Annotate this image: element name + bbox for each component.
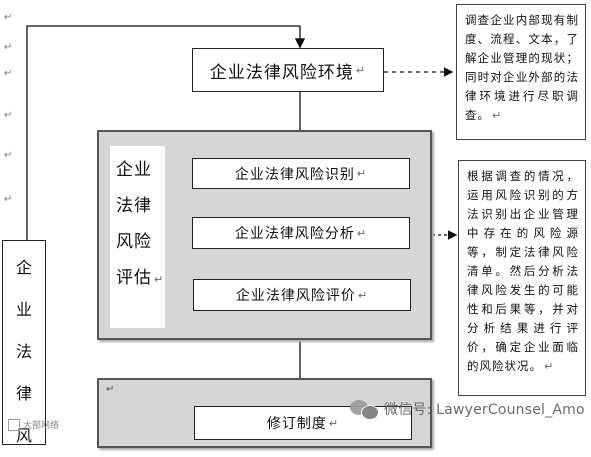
step-evaluate-box: 企业法律风险评价↵ xyxy=(193,279,411,311)
revise-system-label: 修订制度 xyxy=(266,416,327,432)
assessment-label-line: 评估↵ xyxy=(116,268,165,288)
note-top: 调查企业内部现有制度、流程、文本，了解企业管理的现状；同时对企业外部的法律环境进… xyxy=(456,4,586,140)
site-logo-text: 大部网络 xyxy=(23,421,60,431)
wechat-watermark: 微信号: LawyerCounsel_Amo xyxy=(350,398,585,420)
margin-mark: ↵ xyxy=(4,194,13,205)
wechat-watermark-text: 微信号: LawyerCounsel_Amo xyxy=(384,402,585,418)
assessment-label-line: 风险 xyxy=(116,232,152,252)
note-top-text: 调查企业内部现有制度、流程、文本，了解企业管理的现状；同时对企业外部的法律环境进… xyxy=(465,13,579,122)
step-evaluate-label: 企业法律风险评价 xyxy=(235,288,356,304)
margin-mark: ↵ xyxy=(4,68,13,79)
site-logo-watermark: 大部网络 xyxy=(8,418,59,431)
lower-panel-mark: ↵ xyxy=(106,384,115,395)
risk-environment-label: 企业法律风险环境 xyxy=(209,62,354,83)
note-middle: 根据调查的情况，运用风险识别的方法识别出企业管理中存在的风险源等，制定法律风险清… xyxy=(458,160,586,396)
wechat-icon xyxy=(350,398,380,420)
note-middle-text: 根据调查的情况，运用风险识别的方法识别出企业管理中存在的风险源等，制定法律风险清… xyxy=(467,169,579,373)
assessment-label-line: 企业 xyxy=(116,160,152,180)
vertical-label-char: 律 xyxy=(15,384,32,403)
margin-mark: ↵ xyxy=(4,42,13,53)
step-analyze-box: 企业法律风险分析↵ xyxy=(192,217,410,249)
left-vertical-label-box: 企 业 法 律 风 xyxy=(2,240,46,445)
step-identify-box: 企业法律风险识别↵ xyxy=(192,158,410,189)
feedback-loop-line xyxy=(26,25,306,240)
logo-icon xyxy=(8,418,20,431)
risk-environment-box: 企业法律风险环境↵ xyxy=(192,48,384,92)
vertical-label-char: 企 xyxy=(15,258,32,277)
margin-mark: ↵ xyxy=(4,12,13,23)
assessment-group-label: 企业 法律 风险 评估↵ xyxy=(110,146,165,328)
assessment-label-line: 法律 xyxy=(116,196,152,216)
margin-mark: ↵ xyxy=(4,150,13,161)
step-identify-label: 企业法律风险识别 xyxy=(234,166,355,183)
vertical-label-char: 法 xyxy=(15,342,32,361)
vertical-label-char: 业 xyxy=(15,300,32,319)
step-analyze-label: 企业法律风险分析 xyxy=(234,226,355,242)
margin-mark: ↵ xyxy=(4,110,13,121)
